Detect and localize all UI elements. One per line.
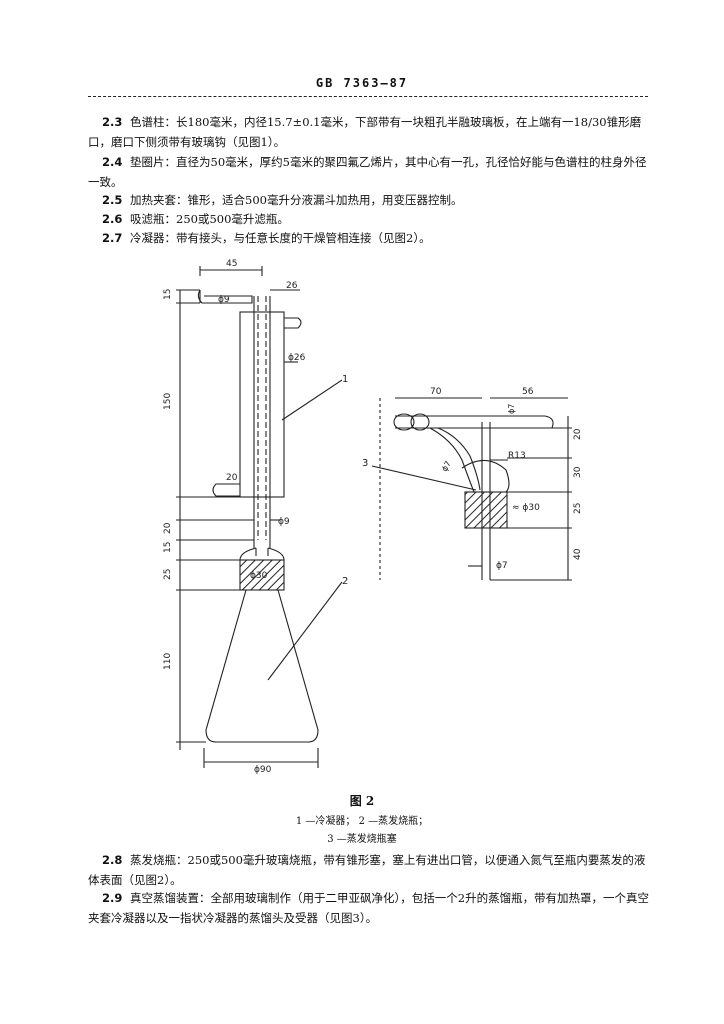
figure-title: 图 2 (349, 794, 375, 808)
leader-1 (281, 379, 343, 421)
para-text: 色谱柱：长180毫米，内径15.7±0.1毫米，下部带有一块粗孔半融玻璃板，在上… (88, 115, 642, 149)
stopper-bend-tube (429, 427, 475, 493)
stopper-block (464, 491, 508, 529)
para-number: 2.9 (102, 891, 123, 905)
page-header: GB 7363—87 (315, 76, 409, 90)
para-text: 蒸发烧瓶：250或500毫升玻璃烧瓶，带有锥形塞，塞上有进出口管，以便通入氮气至… (88, 853, 646, 887)
leader-3 (371, 465, 477, 491)
paragraph-2-5: 2.5 加热夹套：锥形，适合500毫升分液漏斗加热用，用变压器控制。 (88, 190, 654, 210)
dim-tube-dia: ϕ9 (218, 295, 230, 305)
para-number: 2.8 (102, 853, 123, 867)
para-number: 2.4 (102, 155, 123, 169)
dim-d7-side: ϕ7 (440, 460, 453, 473)
dim-w70: 70 (430, 387, 442, 397)
condenser-top-tube (197, 289, 253, 304)
flask-stopper (239, 559, 285, 591)
condenser-side-inlet (212, 483, 240, 497)
dim-stopper-h: 25 (163, 569, 173, 580)
dim-w56: 56 (522, 387, 534, 397)
figure-caption-line2: 3 —蒸发烧瓶塞 (327, 834, 397, 845)
para-text: 加热夹套：锥形，适合500毫升分液漏斗加热用，用变压器控制。 (130, 193, 463, 207)
dim-flask-h: 110 (163, 653, 173, 670)
dim-neck-dia: ϕ9 (278, 517, 290, 527)
dim-neck-len: 20 (163, 522, 173, 534)
para-number: 2.6 (102, 212, 123, 226)
dim-stopper-dia-right: ≈ ϕ30 (512, 503, 540, 513)
dim-top-width: 45 (226, 259, 237, 269)
dim-side-width: 26 (286, 281, 298, 291)
dim-h25: 25 (573, 503, 583, 514)
para-text: 吸滤瓶：250或500毫升滤瓶。 (130, 212, 289, 226)
dim-h20: 20 (573, 428, 583, 440)
dim-stopper-dia: ϕ30 (250, 571, 268, 581)
dim-body-len: 150 (163, 393, 173, 410)
leader-2 (267, 581, 343, 681)
dim-tube-bottom: ϕ7 (496, 561, 508, 571)
dim-h30: 30 (573, 466, 583, 478)
para-text: 真空蒸馏装置：全部用玻璃制作（用于二甲亚砜净化），包括一个2升的蒸馏瓶，带有加热… (88, 891, 650, 925)
para-text: 垫圈片：直径为50毫米，厚约5毫米的聚四氟乙烯片，其中心有一孔，孔径恰好能与色谱… (88, 155, 647, 189)
para-number: 2.5 (102, 193, 123, 207)
label-3: 3 (362, 458, 368, 469)
dim-radius: R13 (508, 451, 526, 461)
para-text: 冷凝器：带有接头，与任意长度的干燥管相连接（见图2）。 (130, 231, 431, 245)
para-number: 2.7 (102, 231, 123, 245)
condenser-side-outlet (284, 317, 302, 329)
dim-jacket-dia: ϕ26 (288, 353, 306, 363)
dim-side-tube: 20 (226, 473, 238, 483)
figure-2-diagram: 45 15 ϕ9 26 ϕ26 150 20 ϕ9 20 15 25 ϕ30 1… (163, 259, 583, 775)
para-number: 2.3 (102, 115, 123, 129)
stopper-side-tube (395, 415, 545, 429)
dim-d7-top: ϕ7 (507, 404, 516, 414)
dim-base-dia: ϕ90 (254, 765, 272, 775)
figure-caption-line1: 1 —冷凝器； 2 —蒸发烧瓶； (295, 816, 429, 827)
dim-15: 15 (163, 542, 173, 553)
dim-h40: 40 (573, 548, 583, 560)
paragraph-2-7: 2.7 冷凝器：带有接头，与任意长度的干燥管相连接（见图2）。 (88, 228, 654, 248)
paragraph-2-6: 2.6 吸滤瓶：250或500毫升滤瓶。 (88, 209, 654, 229)
label-1: 1 (342, 374, 348, 385)
label-2: 2 (342, 576, 348, 587)
dim-top-height: 15 (163, 289, 173, 300)
evaporation-flask (205, 589, 319, 743)
header-rule (88, 96, 648, 97)
condenser-jacket (239, 311, 285, 498)
